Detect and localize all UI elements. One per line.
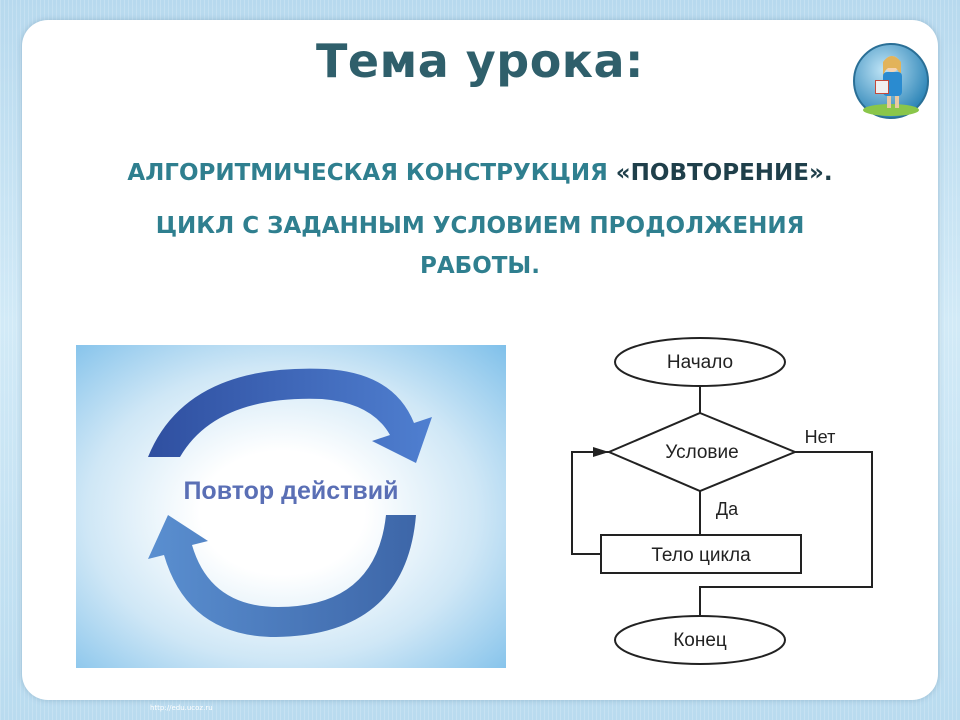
flow-no-label: Нет (805, 427, 836, 447)
subtitle-quote: «ПОВТОРЕНИЕ». (615, 160, 833, 186)
subtitle-line-2: ЦИКЛ С ЗАДАННЫМ УСЛОВИЕМ ПРОДОЛЖЕНИЯ РАБ… (40, 206, 920, 286)
flow-end-shape (614, 615, 786, 665)
cycle-illustration: Повтор действий (76, 345, 506, 668)
flow-end-label: Конец (673, 630, 727, 651)
slide-title: Тема урока: (316, 34, 644, 88)
footer-url: http://edu.ucoz.ru (150, 704, 213, 712)
cycle-arrows-icon (148, 368, 432, 637)
subtitle-line-2a: ЦИКЛ С ЗАДАННЫМ УСЛОВИЕМ ПРОДОЛЖЕНИЯ (155, 213, 805, 239)
flowchart: Начало Условие Нет Да Тело цикла Конец (571, 337, 873, 665)
subtitle-line-2b: РАБОТЫ. (420, 253, 540, 279)
flow-body-label: Тело цикла (651, 545, 751, 566)
subtitle-text: АЛГОРИТМИЧЕСКАЯ КОНСТРУКЦИЯ (127, 160, 616, 186)
cycle-label: Повтор действий (183, 477, 399, 505)
subtitle-line-1: АЛГОРИТМИЧЕСКАЯ КОНСТРУКЦИЯ «ПОВТОРЕНИЕ»… (40, 160, 920, 186)
flow-condition-label: Условие (665, 442, 738, 463)
flow-start-label: Начало (667, 352, 733, 373)
reading-student-logo-icon (853, 43, 929, 119)
flow-yes-label: Да (716, 499, 739, 519)
loop-arrowhead-icon (593, 447, 609, 457)
